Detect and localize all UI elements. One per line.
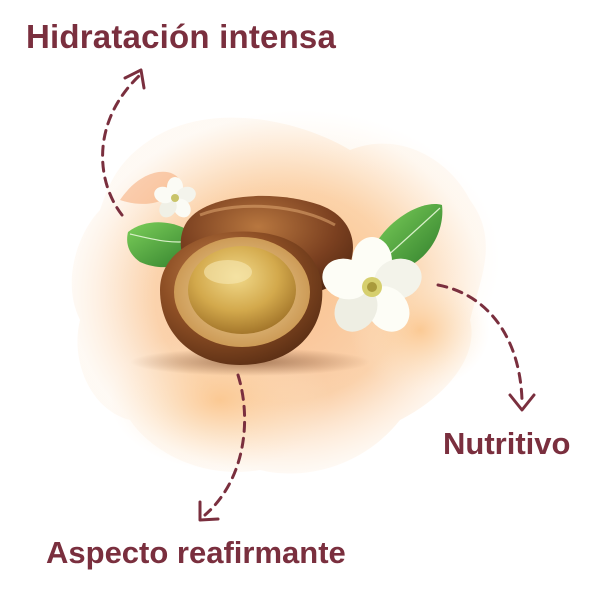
arrowhead-icon xyxy=(123,68,146,90)
arrowhead-icon xyxy=(198,500,220,522)
dashed-arrow-icon xyxy=(101,73,524,517)
argan-nut-cut xyxy=(160,231,323,365)
arrowhead-icon xyxy=(508,393,536,412)
flower-icon xyxy=(154,177,196,218)
label-firming: Aspecto reafirmante xyxy=(46,535,346,570)
label-nutritive: Nutritivo xyxy=(443,426,571,461)
flower-icon xyxy=(322,237,422,332)
label-hydration: Hidratación intensa xyxy=(26,18,337,55)
